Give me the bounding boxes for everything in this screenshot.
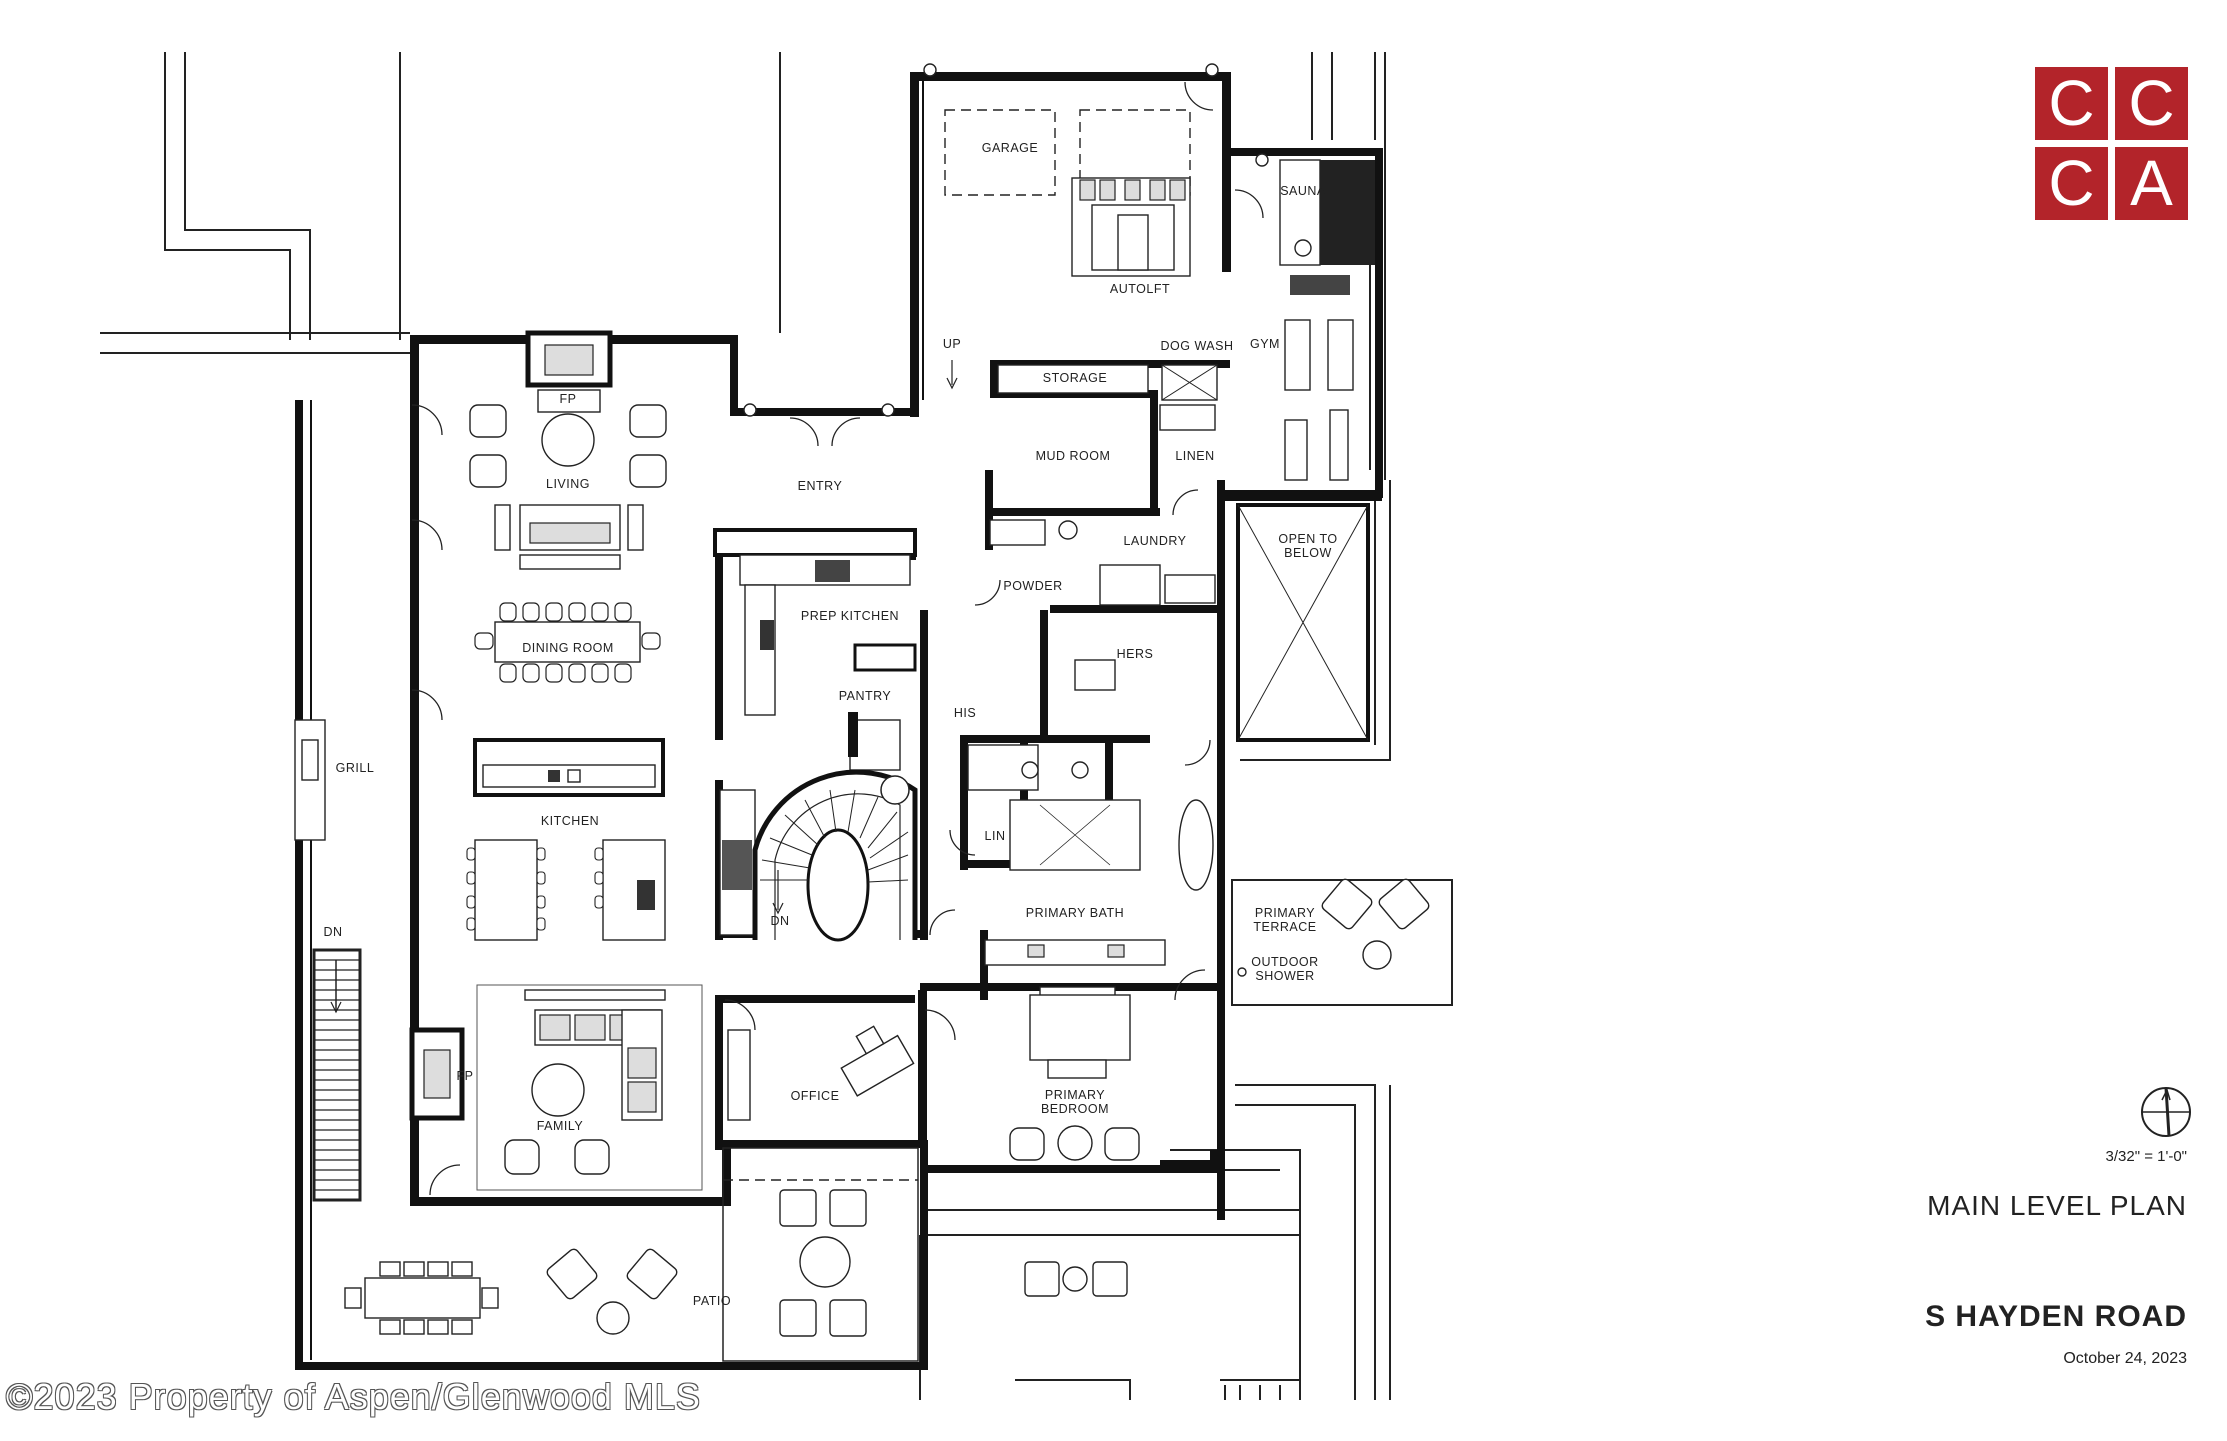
label-fp-living: FP bbox=[560, 392, 577, 406]
label-sauna: SAUNA bbox=[1280, 184, 1326, 198]
left-deck bbox=[294, 400, 928, 1370]
label-fp-family: FP bbox=[457, 1069, 474, 1083]
family-furniture bbox=[476, 984, 703, 1191]
label-pantry: PANTRY bbox=[839, 689, 892, 703]
utility-details bbox=[989, 404, 1216, 606]
label-kitchen: KITCHEN bbox=[541, 814, 599, 828]
label-primary-bedroom-2: BEDROOM bbox=[1041, 1102, 1109, 1116]
label-mud-room: MUD ROOM bbox=[1036, 449, 1111, 463]
label-office: OFFICE bbox=[791, 1089, 840, 1103]
doors bbox=[411, 81, 1264, 1196]
label-dog-wash: DOG WASH bbox=[1161, 339, 1234, 353]
label-garage: GARAGE bbox=[982, 141, 1039, 155]
label-hers: HERS bbox=[1117, 647, 1154, 661]
label-dn-outside: DN bbox=[323, 925, 342, 939]
label-primary-bedroom-1: PRIMARY bbox=[1045, 1088, 1105, 1102]
prep-kitchen-furniture bbox=[713, 528, 917, 936]
watermark: ©2023 Property of Aspen/Glenwood MLS bbox=[6, 1376, 701, 1417]
sauna-gym bbox=[1279, 159, 1375, 481]
project-title: S HAYDEN ROAD bbox=[1925, 1300, 2187, 1333]
label-grill: GRILL bbox=[336, 761, 375, 775]
label-lin: LIN bbox=[985, 829, 1006, 843]
north-arrow-icon bbox=[2141, 1087, 2191, 1137]
label-powder: POWDER bbox=[1003, 579, 1062, 593]
label-dining-room: DINING ROOM bbox=[522, 641, 614, 655]
logo-divider-horizontal bbox=[2035, 140, 2188, 147]
label-up: UP bbox=[943, 337, 961, 351]
label-family: FAMILY bbox=[537, 1119, 584, 1133]
storage-details bbox=[946, 360, 1218, 401]
label-storage: STORAGE bbox=[1043, 371, 1107, 385]
spiral-stair bbox=[752, 769, 918, 942]
label-dn-stair: DN bbox=[770, 914, 789, 928]
label-primary-bath: PRIMARY BATH bbox=[1026, 906, 1124, 920]
label-gym: GYM bbox=[1250, 337, 1280, 351]
label-primary-terrace-1: PRIMARY bbox=[1255, 906, 1315, 920]
label-linen: LINEN bbox=[1175, 449, 1214, 463]
logo-letter-3: C bbox=[2048, 147, 2095, 219]
label-entry: ENTRY bbox=[798, 479, 843, 493]
fireplace-living bbox=[525, 330, 613, 413]
fireplace-family bbox=[409, 1027, 465, 1121]
label-laundry: LAUNDRY bbox=[1123, 534, 1186, 548]
garage-furniture bbox=[743, 63, 1269, 417]
label-open-to-below-2: BELOW bbox=[1284, 546, 1332, 560]
terrace-furniture bbox=[1237, 878, 1430, 977]
label-living: LIVING bbox=[546, 477, 590, 491]
kitchen-furniture bbox=[466, 738, 666, 941]
label-open-to-below-1: OPEN TO bbox=[1278, 532, 1337, 546]
primary-bath-details bbox=[967, 659, 1214, 966]
logo-letter-1: C bbox=[2048, 67, 2095, 139]
patio-furniture bbox=[344, 1189, 1128, 1337]
label-autolift: AUTOLFT bbox=[1110, 282, 1170, 296]
scale-text: 3/32" = 1'-0" bbox=[2105, 1148, 2187, 1165]
dining-furniture bbox=[474, 602, 661, 683]
patio-area bbox=[722, 1147, 919, 1362]
logo-letter-4: A bbox=[2130, 147, 2173, 219]
room-labels: GARAGE AUTOLFT SAUNA GYM DOG WASH STORAG… bbox=[323, 141, 1337, 1308]
label-patio: PATIO bbox=[693, 1294, 731, 1308]
date-text: October 24, 2023 bbox=[2063, 1350, 2187, 1367]
label-his: HIS bbox=[954, 706, 976, 720]
label-outdoor-shower-2: SHOWER bbox=[1255, 969, 1314, 983]
office-furniture bbox=[727, 1025, 915, 1121]
label-primary-terrace-2: TERRACE bbox=[1253, 920, 1316, 934]
label-prep-kitchen: PREP KITCHEN bbox=[801, 609, 899, 623]
plan-title: MAIN LEVEL PLAN bbox=[1927, 1190, 2187, 1221]
site-lines bbox=[100, 52, 1391, 1400]
label-outdoor-shower-1: OUTDOOR bbox=[1251, 955, 1318, 969]
cca-logo: C C C A bbox=[2035, 67, 2188, 220]
primary-bedroom-furniture bbox=[1009, 986, 1140, 1161]
exterior-stair bbox=[312, 948, 362, 1202]
open-to-below bbox=[1236, 503, 1370, 742]
living-furniture bbox=[469, 404, 667, 570]
logo-letter-2: C bbox=[2128, 67, 2175, 139]
